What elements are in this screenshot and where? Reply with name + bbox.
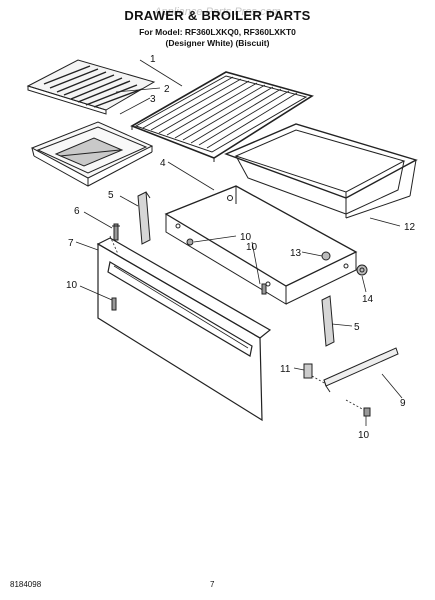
broiler-pan-grid	[26, 59, 156, 115]
drawer-glide-upper	[137, 191, 151, 245]
callout-14: 14	[362, 294, 374, 305]
watermark: Appliance Parts Pros.com	[154, 6, 281, 18]
callout-2: 2	[164, 84, 170, 95]
screw-10-left	[111, 297, 117, 311]
callout-10-left: 10	[66, 280, 78, 291]
drawer-pan	[224, 123, 418, 219]
callout-10-mid: 10	[246, 242, 258, 253]
callout-12: 12	[404, 222, 416, 233]
callout-4: 4	[160, 158, 166, 169]
callout-1: 1	[150, 54, 156, 65]
bumper-14	[356, 264, 368, 276]
page-title: DRAWER & BROILER PARTS	[124, 8, 311, 23]
page-number: 7	[210, 580, 215, 589]
variant-line: (Designer White) (Biscuit)	[165, 38, 270, 48]
screw-10-lower	[363, 407, 371, 417]
callout-10-lower: 10	[358, 430, 370, 441]
drawer-front-panel	[96, 237, 272, 422]
callout-5-lower: 5	[354, 322, 360, 333]
bumper-13	[321, 251, 331, 261]
drawer-glide-lower	[321, 295, 335, 347]
callout-10-center: 10	[240, 232, 252, 243]
drawer-rail	[323, 347, 399, 393]
screw-6	[112, 223, 120, 241]
callout-5: 5	[108, 190, 114, 201]
callout-7: 7	[68, 238, 74, 249]
screw-10-mid	[261, 283, 267, 295]
callout-13: 13	[290, 248, 302, 259]
oven-rack	[130, 71, 314, 162]
clip-11	[303, 363, 313, 379]
broiler-pan	[30, 121, 154, 187]
callout-6: 6	[74, 206, 80, 217]
callout-3: 3	[150, 94, 156, 105]
screw-10-center	[186, 238, 194, 246]
doc-number: 8184098	[10, 580, 42, 589]
model-line: For Model: RF360LXKQ0, RF360LXKT0	[139, 27, 296, 37]
callout-9: 9	[400, 398, 406, 409]
callout-11: 11	[280, 364, 291, 375]
